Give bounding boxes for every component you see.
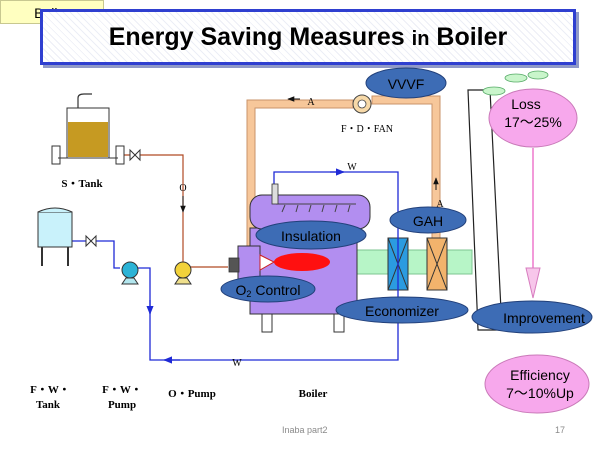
insulation-oval: Insulation (255, 220, 367, 250)
o2-control-label: O2 Control (236, 282, 301, 299)
flame-icon (274, 253, 330, 271)
valve-icon (129, 148, 141, 162)
efficiency-oval: Efficiency 7～10%Up (484, 354, 590, 414)
insulation-label: Insulation (281, 228, 341, 244)
gah-oval: GAH (389, 206, 467, 234)
improvement-oval: Improvement (471, 300, 593, 334)
service-tank (51, 93, 125, 165)
water-label-top: W (347, 162, 357, 173)
fw-tank-label: F・W・ (30, 384, 70, 396)
water-line (72, 168, 399, 364)
economizer-label: Economizer (365, 303, 439, 319)
gah-label: GAH (413, 213, 443, 229)
page-title: Energy Saving Measures in Boiler (43, 23, 573, 52)
s-tank-label: S・Tank (61, 178, 103, 190)
air-label-top: A (307, 97, 315, 108)
o2-control-oval: O2 Control (220, 275, 316, 303)
feedwater-tank (37, 207, 73, 266)
boiler-label: Boiler (299, 388, 328, 400)
title-box: Energy Saving Measures in Boiler (40, 9, 576, 65)
loss-value: 17～25% (504, 114, 562, 130)
fw-pump-label-2: Pump (108, 399, 136, 411)
water-label-bottom: W (232, 358, 242, 369)
valve-icon (85, 234, 97, 248)
oil-pump-label: O・Pump (168, 388, 216, 400)
improvement-label: Improvement (503, 310, 585, 326)
economizer-oval: Economizer (335, 296, 469, 324)
fw-tank-label-2: Tank (36, 399, 61, 411)
title-end: Boiler (429, 23, 508, 51)
fd-fan-label: F・D・FAN (341, 124, 393, 135)
loss-oval: Loss 17～25% (488, 88, 578, 148)
flue-gas-duct (356, 237, 473, 291)
oil-line-label: O (179, 183, 186, 194)
oil-line (118, 154, 228, 268)
efficiency-label: Efficiency (510, 367, 570, 383)
burner-icon (228, 257, 240, 273)
title-main: Energy Saving Measures (108, 23, 412, 51)
vvvf-label: VVVF (388, 76, 425, 92)
oil-pump (174, 261, 192, 285)
feedwater-pump (121, 261, 139, 285)
air-label-right: A (436, 199, 444, 210)
chimney (467, 70, 549, 331)
smoke-puff (527, 70, 549, 80)
title-in: in (411, 28, 430, 50)
vvvf-oval: VVVF (365, 67, 447, 99)
page-number: 17 (555, 425, 566, 435)
fw-pump-label: F・W・ (102, 384, 142, 396)
loss-arrow (525, 148, 541, 299)
footer-source: Inaba part2 (282, 425, 328, 435)
smoke-puff (482, 86, 506, 96)
loss-label: Loss (511, 96, 541, 112)
efficiency-value: 7～10%Up (506, 385, 574, 401)
smoke-puff (504, 73, 528, 83)
